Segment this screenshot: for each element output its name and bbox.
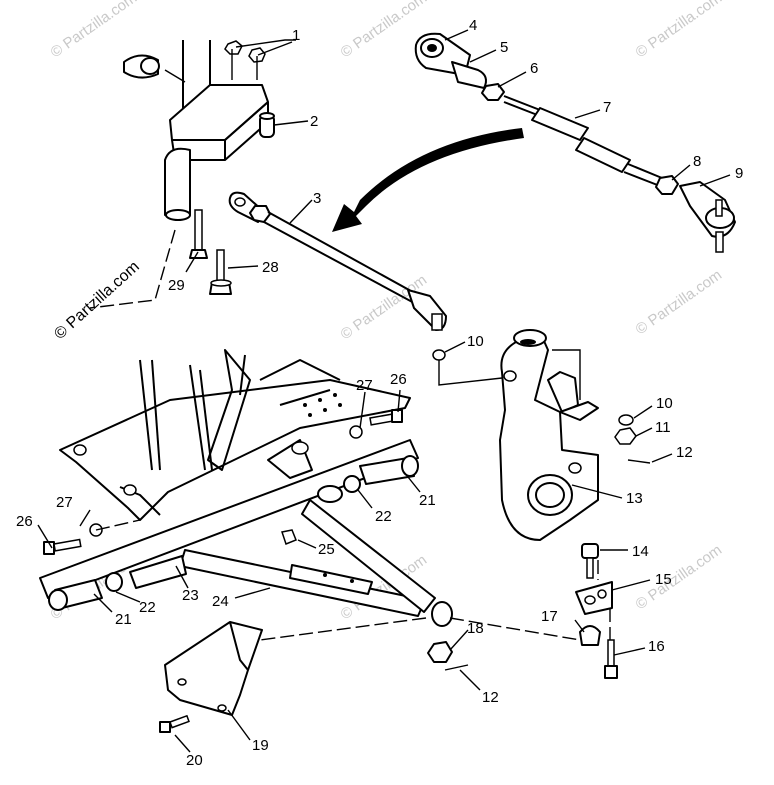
callout-15: 15 (655, 571, 672, 588)
callout-17: 17 (541, 608, 558, 625)
callout-labels: 1 2 3 4 5 6 7 8 9 10 10 11 12 13 14 15 1… (16, 17, 743, 769)
callout-21: 21 (419, 492, 436, 509)
callout-27: 27 (56, 494, 73, 511)
callout-14: 14 (632, 543, 649, 560)
callout-18: 18 (467, 620, 484, 637)
callout-16: 16 (648, 638, 665, 655)
leader-lines (37, 29, 731, 753)
callout-28: 28 (262, 259, 279, 276)
watermark: © Partzilla.com (633, 266, 726, 338)
callout-22: 22 (375, 508, 392, 525)
callout-26: 26 (16, 513, 33, 530)
callout-12: 12 (482, 689, 499, 706)
callout-8: 8 (693, 153, 701, 170)
watermark: © Partzilla.com (48, 0, 141, 61)
watermarks: © Partzilla.com © Partzilla.com © Partzi… (48, 0, 726, 623)
callout-3: 3 (313, 190, 321, 207)
callout-19: 19 (252, 737, 269, 754)
callout-11: 11 (655, 419, 671, 436)
watermark: © Partzilla.com (51, 258, 142, 343)
knuckle-hardware (235, 414, 651, 679)
callout-26: 26 (390, 371, 407, 388)
callout-7: 7 (603, 99, 611, 116)
tie-rod-assembled (228, 191, 503, 386)
callout-25: 25 (318, 541, 335, 558)
callout-21: 21 (115, 611, 132, 628)
callout-1: 1 (292, 27, 300, 44)
callout-5: 5 (500, 39, 508, 56)
callout-22: 22 (139, 599, 156, 616)
callout-6: 6 (530, 60, 538, 77)
a-arm-assembly (39, 439, 453, 627)
callout-27: 27 (356, 377, 373, 394)
chassis-frame (59, 349, 411, 521)
callout-13: 13 (626, 490, 643, 507)
callout-9: 9 (735, 165, 743, 182)
callout-2: 2 (310, 113, 318, 130)
callout-29: 29 (168, 277, 185, 294)
callout-4: 4 (469, 17, 477, 34)
skid-plate (159, 621, 263, 733)
callout-12: 12 (676, 444, 693, 461)
callout-23: 23 (182, 587, 199, 604)
tie-rod-exploded (414, 32, 736, 253)
callout-24: 24 (212, 593, 229, 610)
callout-10: 10 (467, 333, 484, 350)
spindle-knuckle (499, 329, 599, 541)
direction-arrow (332, 128, 524, 232)
watermark: © Partzilla.com (633, 0, 726, 61)
steering-post-assembly (89, 40, 275, 309)
frame-hardware (43, 409, 403, 555)
callout-10: 10 (656, 395, 673, 412)
callout-20: 20 (186, 752, 203, 769)
